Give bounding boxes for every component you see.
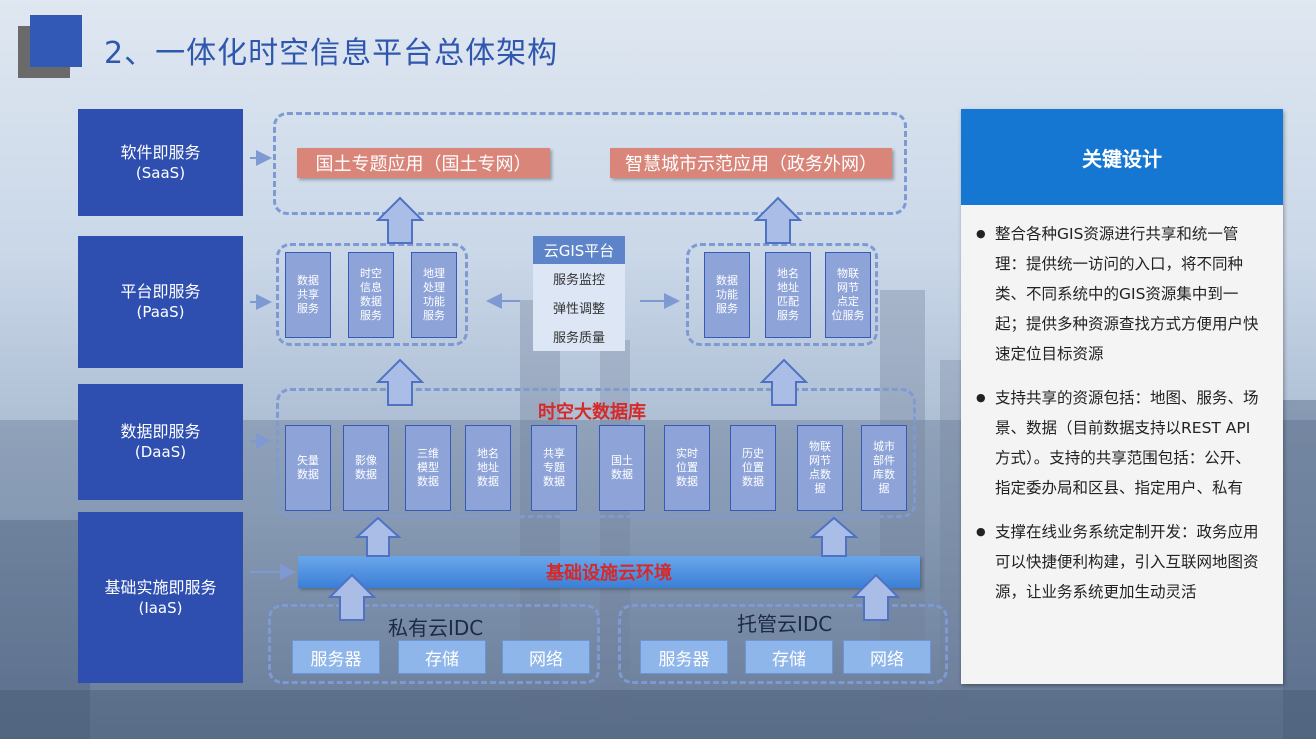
spatiotemporal-db-title: 时空大数据库 xyxy=(538,402,646,423)
title-decor-square xyxy=(30,15,82,67)
private-idc-region xyxy=(268,604,600,684)
layer-sub: (IaaS) xyxy=(138,598,183,617)
layer-label: 平台即服务 xyxy=(120,282,201,301)
hosted-idc-title: 托管云IDC xyxy=(737,612,833,636)
daas-cell: 三维 模型 数据 xyxy=(405,425,451,511)
layer-label: 数据即服务 xyxy=(120,422,201,441)
private-network: 网络 xyxy=(502,640,590,674)
paas-cell: 物联 网节 点定 位服务 xyxy=(825,252,871,338)
daas-cell: 矢量 数据 xyxy=(285,425,331,511)
hosted-storage: 存储 xyxy=(745,640,833,674)
paas-cell: 数据 共享 服务 xyxy=(285,252,331,338)
daas-region xyxy=(276,388,916,518)
key-point: 整合各种GIS资源进行共享和统一管理：提供统一访问的入口，将不同种类、不同系统中… xyxy=(976,219,1261,369)
daas-cell: 地名 地址 数据 xyxy=(465,425,511,511)
hosted-server: 服务器 xyxy=(640,640,728,674)
layer-paas: 平台即服务 (PaaS) xyxy=(78,236,243,368)
cloud-gis-panel: 云GIS平台 服务监控 弹性调整 服务质量 xyxy=(533,236,625,351)
daas-cell: 影像 数据 xyxy=(343,425,389,511)
paas-cell: 地理 处理 功能 服务 xyxy=(411,252,457,338)
layer-daas: 数据即服务 (DaaS) xyxy=(78,384,243,500)
paas-cell: 时空 信息 数据 服务 xyxy=(348,252,394,338)
layer-label: 基础实施即服务 xyxy=(104,577,217,597)
daas-cell: 国土 数据 xyxy=(599,425,645,511)
saas-region xyxy=(273,112,907,215)
key-point: 支持共享的资源包括：地图、服务、场景、数据（目前数据支持以REST API方式）… xyxy=(976,383,1261,503)
paas-cell: 数据 功能 服务 xyxy=(704,252,750,338)
cloud-gis-title: 云GIS平台 xyxy=(533,236,625,264)
key-design-title: 关键设计 xyxy=(961,109,1283,205)
layer-sub: (DaaS) xyxy=(134,443,187,461)
up-arrow xyxy=(354,516,402,557)
hosted-idc-region xyxy=(618,604,948,684)
daas-cell: 历史 位置 数据 xyxy=(730,425,776,511)
private-server: 服务器 xyxy=(292,640,380,674)
layer-sub: (PaaS) xyxy=(136,303,185,321)
paas-left-region xyxy=(276,243,468,346)
paas-cell: 地名 地址 匹配 服务 xyxy=(765,252,811,338)
page-title: 2、一体化时空信息平台总体架构 xyxy=(104,36,559,71)
private-idc-title: 私有云IDC xyxy=(388,616,484,640)
daas-cell: 城市 部件 库数 据 xyxy=(861,425,907,511)
cloud-item: 服务质量 xyxy=(533,322,625,351)
private-storage: 存储 xyxy=(398,640,486,674)
key-design-panel: 关键设计 整合各种GIS资源进行共享和统一管理：提供统一访问的入口，将不同种类、… xyxy=(961,109,1283,684)
layer-sub: (SaaS) xyxy=(135,163,186,182)
paas-right-region xyxy=(686,243,878,346)
app-land-topic: 国土专题应用（国土专网） xyxy=(297,148,550,178)
layer-saas: 软件即服务 (SaaS) xyxy=(78,109,243,216)
infrastructure-cloud-bar: 基础设施云环境 xyxy=(298,556,920,588)
up-arrow xyxy=(809,516,859,557)
daas-cell: 物联 网节 点数 据 xyxy=(797,425,843,511)
layer-label: 软件即服务 xyxy=(120,142,201,162)
layer-iaas: 基础实施即服务 (IaaS) xyxy=(78,512,243,683)
cloud-item: 服务监控 xyxy=(533,264,625,293)
cloud-item: 弹性调整 xyxy=(533,293,625,322)
daas-cell: 共享 专题 数据 xyxy=(531,425,577,511)
key-point: 支撑在线业务系统定制开发：政务应用可以快捷便利构建，引入互联网地图资源，让业务系… xyxy=(976,517,1261,607)
hosted-network: 网络 xyxy=(843,640,931,674)
daas-cell: 实时 位置 数据 xyxy=(664,425,710,511)
app-smart-city: 智慧城市示范应用（政务外网） xyxy=(610,148,892,178)
